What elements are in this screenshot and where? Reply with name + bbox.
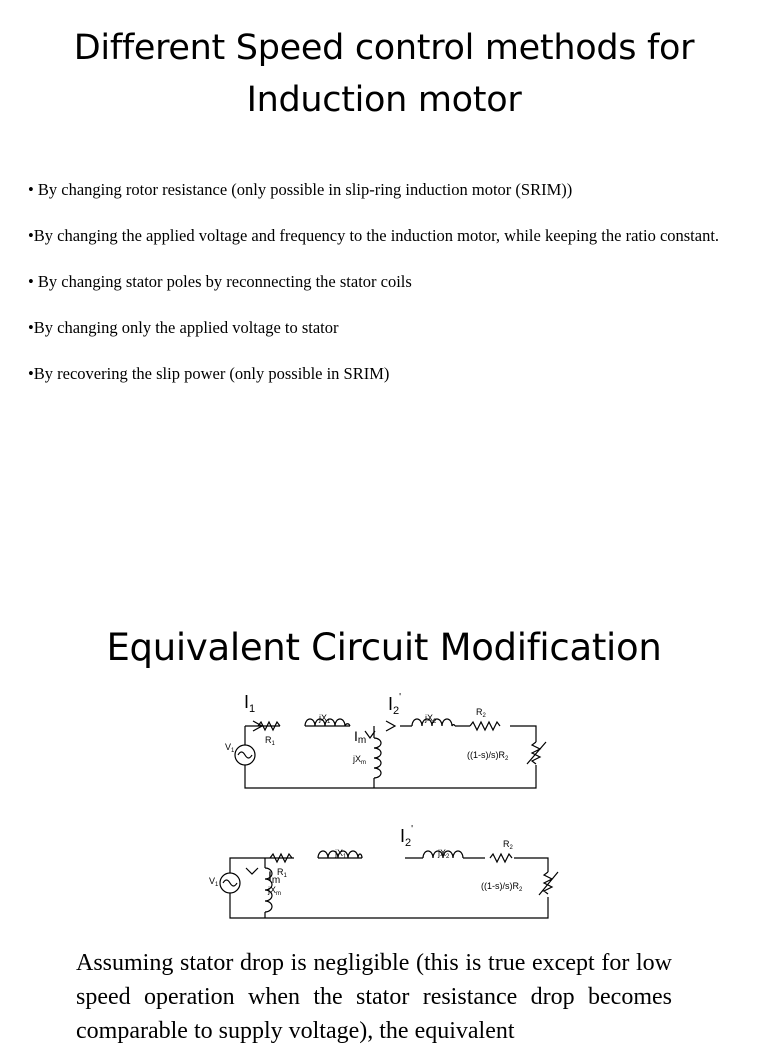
list-item: • By changing stator poles by reconnecti… <box>28 272 412 291</box>
circuit1-arrow-im <box>364 730 376 740</box>
circuit1-label-im: Im <box>354 728 366 746</box>
circuit2-label-v1: V1 <box>209 876 219 888</box>
circuit1-arrow-i1 <box>252 720 264 732</box>
circuit2-arrow-im <box>245 867 259 875</box>
circuit2-inductor-jx1 <box>317 850 363 859</box>
circuit2-label-r1: R1 <box>277 867 288 879</box>
circuit2-load-resistor <box>538 871 559 896</box>
circuit1-label-v1: V1 <box>225 742 235 754</box>
circuit1-label-load: ((1-s)/s)R2 <box>467 750 509 762</box>
list-item: •By changing the applied voltage and fre… <box>28 226 720 245</box>
equivalent-circuit-diagram-1: I1 I2' Im jX1 jX2 R1 R2 V1 jXm ((1-s)/s)… <box>225 692 547 789</box>
circuit1-label-r1: R1 <box>265 735 276 747</box>
circuit2-inductor-jxm <box>264 867 273 913</box>
circuit2-label-jx1: jX1 <box>334 848 347 860</box>
circuit1-label-jxm: jXm <box>352 754 366 766</box>
title-line-1: Different Speed control methods for <box>73 28 695 68</box>
circuit2-resistor-r1 <box>269 852 293 864</box>
equivalent-circuit-diagram-2: I2' Im jX1 jX2 R1 R2 V1 jXm ((1-s)/s)R2 <box>209 824 559 919</box>
circuit1-label-i1: I1 <box>244 692 255 715</box>
assumption-paragraph: Assuming stator drop is negligible (this… <box>76 950 672 1044</box>
circuit1-inductor-jx2 <box>411 718 456 727</box>
list-item: • By changing rotor resistance (only pos… <box>28 180 573 199</box>
title-line-2: Induction motor <box>246 80 522 120</box>
circuit2-inductor-jx2 <box>422 850 464 859</box>
circuit1-source <box>234 744 256 766</box>
circuit1-label-jx2: jX2 <box>424 713 437 725</box>
circuit1-label-r2: R2 <box>476 707 487 719</box>
circuit1-arrow-i2 <box>385 720 397 732</box>
circuit2-label-jx2: jX2 <box>437 848 450 860</box>
circuit1-resistor-r2 <box>469 720 501 732</box>
circuit1-label-jx1: jX1 <box>318 713 331 725</box>
circuit1-inductor-jx1 <box>304 718 351 727</box>
circuit1-load-resistor <box>526 741 547 765</box>
speed-control-methods-list: • By changing rotor resistance (only pos… <box>28 179 728 409</box>
circuit2-resistor-r2 <box>489 852 513 864</box>
circuit1-resistor-r1 <box>257 720 281 732</box>
circuit2-label-im: Im <box>268 868 280 886</box>
list-item: •By recovering the slip power (only poss… <box>28 364 390 383</box>
circuit1-label-i2: I2' <box>388 692 401 717</box>
circuit2-wires <box>229 857 549 919</box>
slide-title-equivalent-circuit: Equivalent Circuit Modification <box>106 626 662 669</box>
circuit2-label-jxm: jXm <box>267 885 281 897</box>
list-item: •By changing only the applied voltage to… <box>28 318 339 337</box>
circuit2-source <box>219 872 241 894</box>
slide-title-speed-control: Different Speed control methods for Indu… <box>20 22 748 126</box>
circuit1-inductor-jxm <box>373 737 382 779</box>
circuit2-label-i2: I2' <box>400 824 413 849</box>
circuit2-label-load: ((1-s)/s)R2 <box>481 881 523 893</box>
circuit2-label-r2: R2 <box>503 839 514 851</box>
